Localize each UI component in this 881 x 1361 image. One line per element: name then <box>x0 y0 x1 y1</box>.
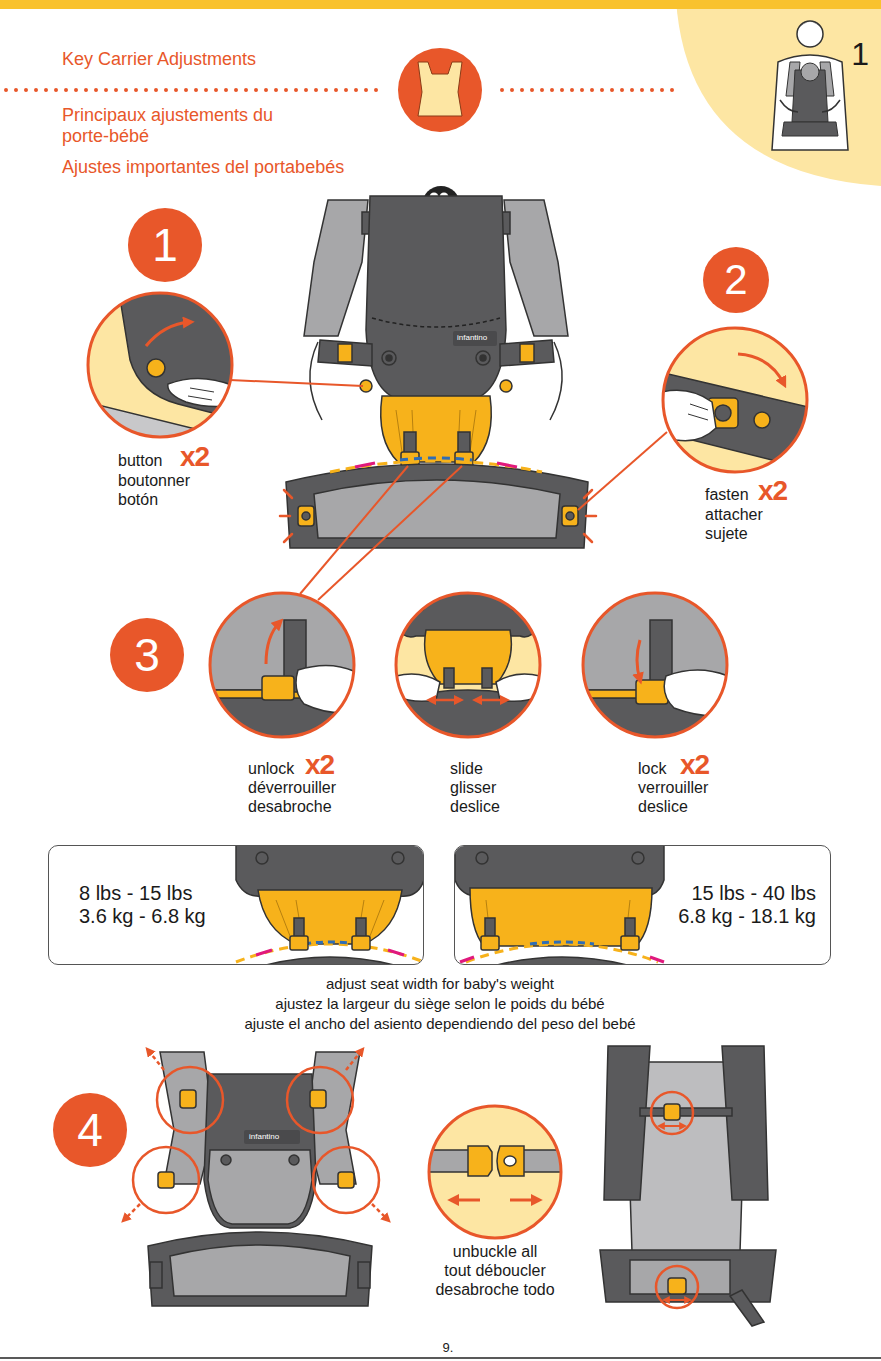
detail-ring <box>651 1092 698 1308</box>
step-number-text: 4 <box>77 1104 103 1157</box>
step-number-text: 1 <box>152 219 178 272</box>
carrier-front-small <box>148 1052 372 1306</box>
attention-burst <box>280 490 596 542</box>
step-number-text: 2 <box>724 256 747 304</box>
step-number: 2 <box>703 247 769 313</box>
carrier-front <box>286 196 588 548</box>
carrier-icon <box>398 48 482 132</box>
action-label: botón <box>118 491 158 509</box>
action-label: slide <box>450 760 483 778</box>
carrier-back <box>600 1046 776 1326</box>
detail-circle <box>396 590 540 740</box>
weight-range: 15 lbs - 40 lbs <box>691 882 816 905</box>
caption-line: ajuste el ancho del asiento dependiendo … <box>244 1015 635 1032</box>
action-label: glisser <box>450 779 496 797</box>
weight-range-box: 8 lbs - 15 lbs3.6 kg - 6.8 kg <box>48 845 424 965</box>
count-mark: x2 <box>305 751 334 779</box>
action-label: verrouiller <box>638 779 708 797</box>
dotted-rule <box>6 88 382 92</box>
action-label: attacher <box>705 506 763 524</box>
section-number: 1 <box>851 36 869 73</box>
action-label: déverrouiller <box>248 779 336 797</box>
weight-range: 3.6 kg - 6.8 kg <box>79 905 206 928</box>
section-tab: 1 <box>676 0 881 186</box>
step-number: 3 <box>110 618 184 692</box>
seat-wide <box>455 846 694 964</box>
step-number: 4 <box>53 1093 127 1167</box>
action-label: boutonner <box>118 472 190 490</box>
step-number: 1 <box>128 208 202 282</box>
action-label: unlock <box>248 760 294 778</box>
action-label: lock <box>638 760 666 778</box>
action-label: button <box>118 452 162 470</box>
top-band <box>0 0 881 9</box>
page-title: Key Carrier Adjustments <box>62 49 256 70</box>
caption-line: ajustez la largeur du siège selon le poi… <box>275 995 604 1012</box>
weight-range: 8 lbs - 15 lbs <box>79 882 192 905</box>
detail-circle <box>580 590 732 742</box>
brand-logo: infantino <box>457 333 487 342</box>
leader-line <box>230 380 667 600</box>
action-label: fasten <box>705 486 749 504</box>
page-number: 9. <box>443 1341 454 1356</box>
action-label: desabroche todo <box>435 1281 554 1299</box>
bottom-rule <box>0 1357 881 1359</box>
parent-figure <box>772 21 848 150</box>
count-mark: x2 <box>758 477 787 505</box>
detail-circle <box>86 286 240 450</box>
weight-range: 6.8 kg - 18.1 kg <box>678 905 816 928</box>
action-label: tout déboucler <box>444 1262 545 1280</box>
action-label: unbuckle all <box>453 1243 538 1261</box>
seat-narrow <box>200 846 423 964</box>
dotted-rule <box>502 88 680 92</box>
action-label: desabroche <box>248 798 332 816</box>
action-label: deslice <box>638 798 688 816</box>
detail-circle <box>420 1106 572 1238</box>
action-label: deslice <box>450 798 500 816</box>
count-mark: x2 <box>180 443 209 471</box>
brand-logo: infantino <box>249 1132 279 1141</box>
step-number-text: 3 <box>134 629 160 682</box>
subtitle: Principaux ajustements du porte-bébé <box>62 105 274 146</box>
subtitle: Ajustes importantes del portabebés <box>62 157 344 178</box>
section-tab <box>676 0 881 186</box>
count-mark: x2 <box>680 751 709 779</box>
detail-ring <box>124 1050 388 1220</box>
weight-range-box: 15 lbs - 40 lbs6.8 kg - 18.1 kg <box>454 845 831 965</box>
detail-circle <box>660 328 812 472</box>
caption-line: adjust seat width for baby's weight <box>326 975 554 992</box>
detail-circle <box>206 590 358 742</box>
action-label: sujete <box>705 525 748 543</box>
